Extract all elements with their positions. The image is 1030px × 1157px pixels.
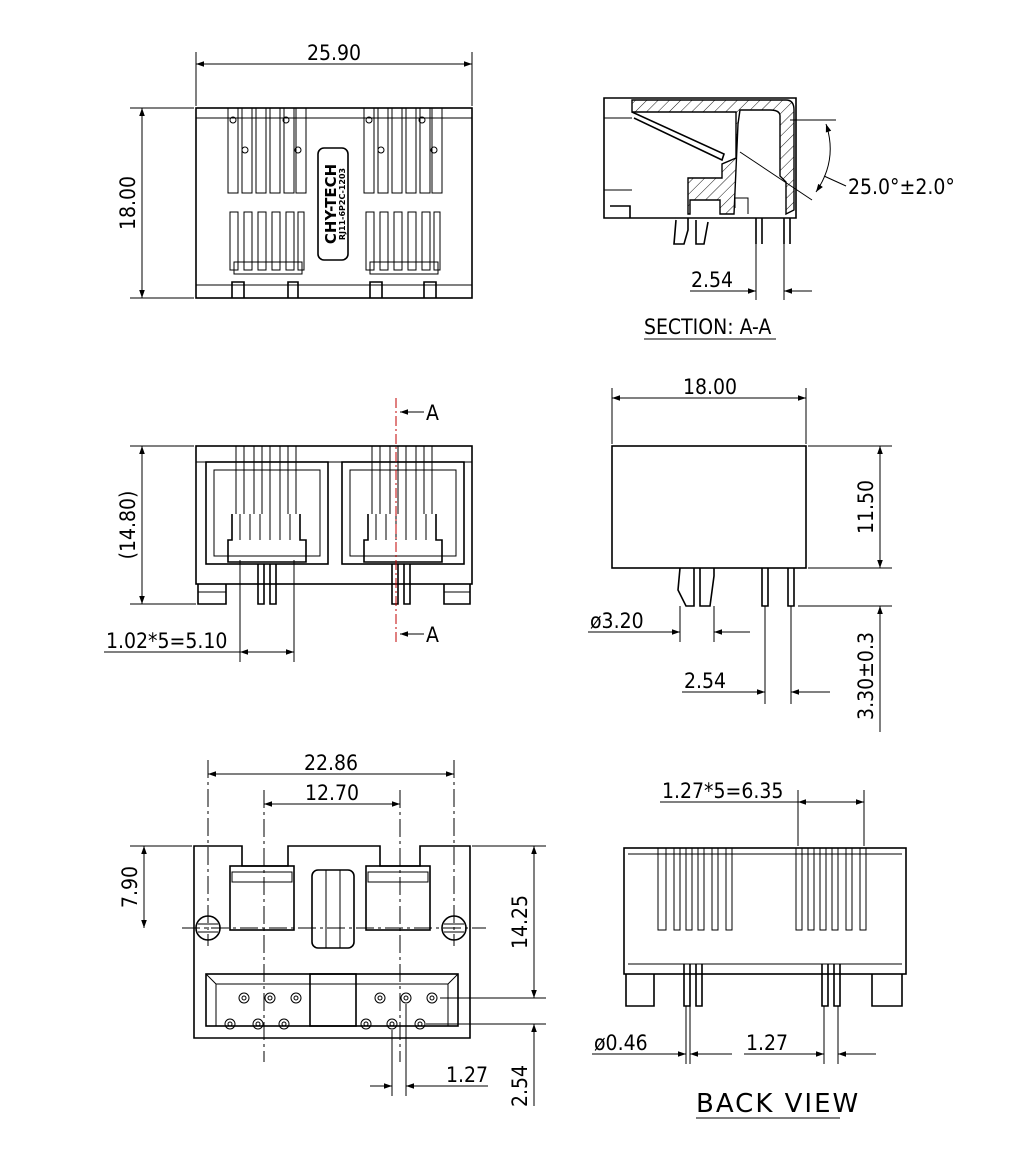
back-view: 1.27*5=6.35 ø0.46 1.27 BACK VIEW [592,779,907,1119]
brand-text: CHY-TECH [322,164,340,244]
front-port-left [205,446,329,605]
back-contacts-right [795,848,867,1007]
front-port-right [341,446,465,605]
cut-marker-top: A [426,401,439,425]
dim-front-height: (14.80) [116,491,140,560]
dim-back-pin-span: 1.27*5=6.35 [662,779,783,803]
dim-side-pin-length: 3.30±0.3 [854,632,878,720]
dim-bottom-pitch-y: 2.54 [508,1065,532,1107]
dim-bottom-span: 22.86 [304,751,358,775]
top-contacts-right [363,107,443,275]
dim-side-pitch: 2.54 [684,669,726,693]
dim-bottom-pitch-x: 1.27 [446,1063,488,1087]
dim-back-pin-dia: ø0.46 [594,1031,648,1055]
dim-section-angle: 25.0°±2.0° [848,175,955,199]
dim-back-pitch: 1.27 [746,1031,788,1055]
dim-top-width: 25.90 [307,41,361,65]
top-dimensions: 25.90 18.00 [116,41,473,299]
dim-bottom-offset: 7.90 [118,866,142,908]
front-view: A A (14.80) 1.02*5=5.10 [104,398,473,662]
section-title: SECTION: A-A [644,315,771,339]
cut-marker-bottom: A [426,623,439,647]
section-view: 25.0°±2.0° 2.54 SECTION: A-A [603,97,955,340]
dim-side-height: 11.50 [854,480,878,534]
brand-label-plate [317,147,349,261]
bottom-view: 22.86 12.70 7.90 14.25 2.54 1.27 [118,751,546,1107]
dim-side-post-dia: ø3.20 [590,609,644,633]
part-number-text: RJ11-6P2C-1203 [338,168,347,240]
side-view: 18.00 11.50 3.30±0.3 ø3.20 2.54 [588,375,892,732]
back-view-title: BACK VIEW [696,1089,860,1119]
dim-side-width: 18.00 [683,375,737,399]
dim-bottom-depth: 14.25 [508,895,532,949]
dim-top-height: 18.00 [116,176,140,230]
pin-holes [224,992,438,1030]
top-view: CHY-TECH RJ11-6P2C-1203 25.90 18.00 [116,41,473,299]
dim-front-pin-span: 1.02*5=5.10 [106,629,227,653]
dim-section-pitch: 2.54 [691,268,733,292]
back-contacts-left [657,848,733,1007]
dim-bottom-center: 12.70 [305,781,359,805]
top-contacts-left [227,107,307,275]
